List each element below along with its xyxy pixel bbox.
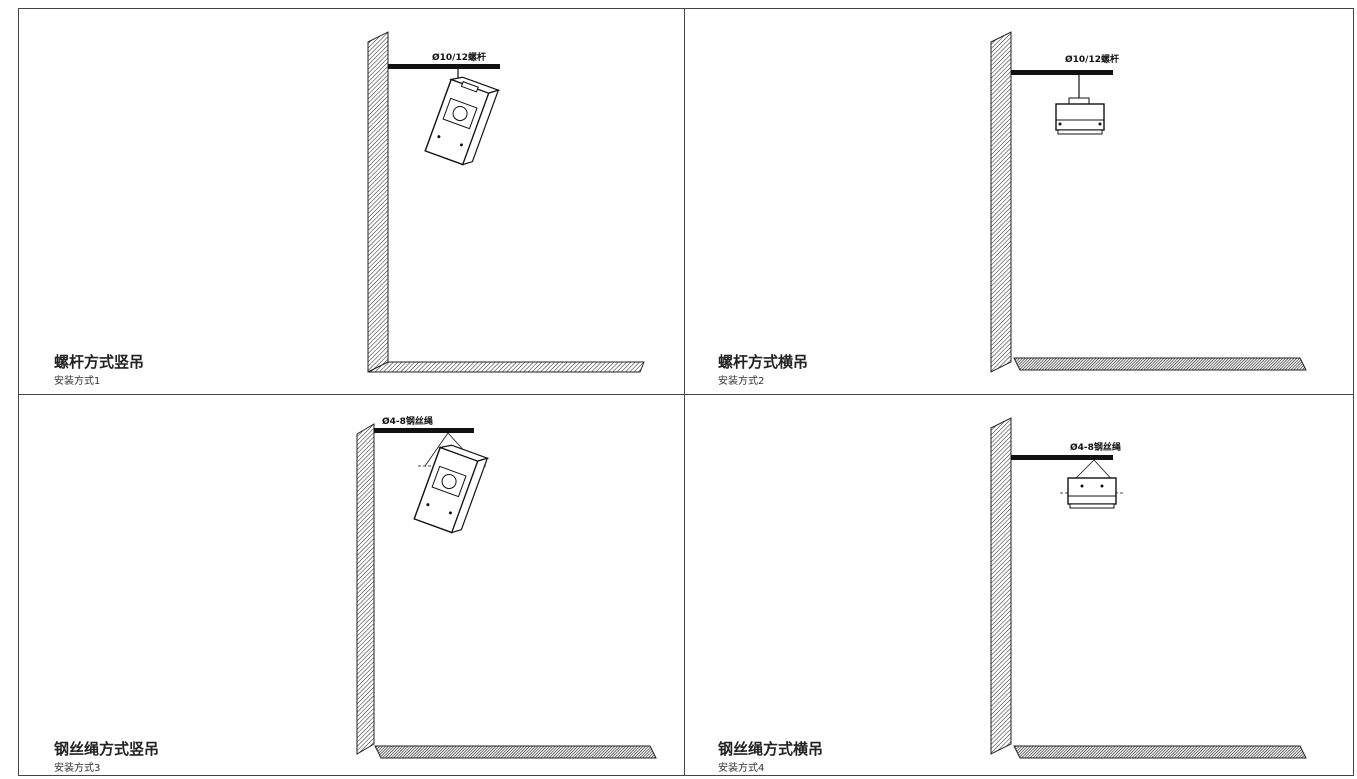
ceiling-bar [1011, 70, 1113, 75]
floor-hatch [374, 745, 657, 759]
panel-subtitle: 安装方式2 [718, 376, 765, 387]
speaker-cabinet [1067, 477, 1117, 509]
panel-title: 钢丝绳方式横吊 [718, 740, 824, 758]
panel-subtitle: 安装方式3 [54, 763, 101, 774]
speaker-cabinet [424, 76, 501, 166]
panel-title: 钢丝绳方式竖吊 [54, 740, 160, 758]
diagram-grid [18, 8, 1354, 776]
speaker-cabinet [1055, 97, 1105, 135]
floor-hatch [367, 361, 645, 373]
dimension-label: Ø10/12螺杆 [1065, 53, 1119, 65]
wall-hatch [990, 31, 1012, 373]
panel-subtitle: 安装方式4 [718, 763, 765, 774]
wall-hatch [356, 423, 375, 755]
ceiling-bar [388, 64, 500, 69]
panel-title: 螺杆方式横吊 [718, 353, 809, 371]
panel-subtitle: 安装方式1 [54, 376, 101, 387]
dimension-label: Ø4-8钢丝绳 [1070, 441, 1121, 453]
speaker-cabinet [413, 444, 490, 534]
dimension-label: Ø10/12螺杆 [432, 51, 486, 63]
floor-hatch [1013, 357, 1307, 371]
panel-title: 螺杆方式竖吊 [54, 353, 145, 371]
wall-hatch [990, 417, 1012, 755]
dimension-label: Ø4-8钢丝绳 [382, 415, 433, 427]
ceiling-bar [1011, 455, 1113, 460]
floor-hatch [1013, 745, 1307, 759]
horizontal-divider [18, 394, 1354, 395]
vertical-divider [684, 8, 685, 776]
ceiling-bar [374, 428, 474, 433]
